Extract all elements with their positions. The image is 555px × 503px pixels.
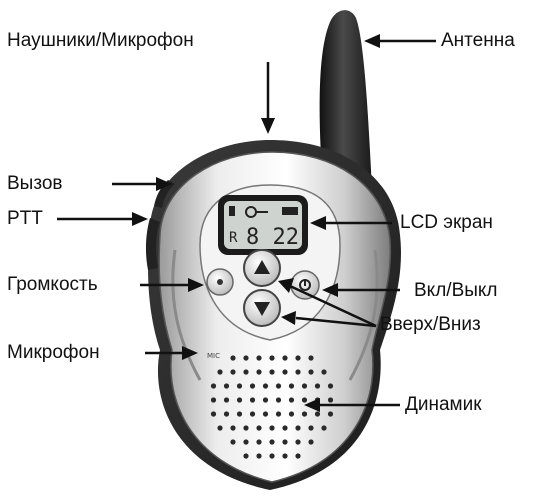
grille-hole (250, 397, 255, 402)
grille-hole (276, 397, 281, 402)
arrowhead-headphones (261, 118, 275, 134)
grille-hole (256, 439, 261, 444)
label-headphones-mic: Наушники/Микрофон (7, 30, 194, 52)
grille-hole (269, 453, 274, 458)
grille-hole (328, 411, 333, 416)
grille-hole (315, 411, 320, 416)
grille-hole (269, 355, 274, 360)
grille-hole (282, 369, 287, 374)
grille-hole (217, 369, 222, 374)
grille-hole (308, 425, 313, 430)
label-ptt: PTT (7, 208, 43, 230)
grille-hole (282, 355, 287, 360)
grille-hole (230, 425, 235, 430)
grille-hole (237, 383, 242, 388)
grille-hole (321, 369, 326, 374)
grille-hole (282, 453, 287, 458)
grille-hole (230, 369, 235, 374)
grille-hole (237, 397, 242, 402)
grille-hole (243, 369, 248, 374)
grille-hole (263, 411, 268, 416)
grille-hole (295, 439, 300, 444)
grille-hole (328, 397, 333, 402)
grille-hole (282, 425, 287, 430)
grille-hole (328, 383, 333, 388)
lcd-battery-icon (282, 207, 298, 215)
grille-hole (302, 383, 307, 388)
label-lcd: LCD экран (400, 212, 493, 234)
grille-hole (308, 355, 313, 360)
grille-hole (295, 369, 300, 374)
grille-hole (243, 355, 248, 360)
grille-hole (276, 411, 281, 416)
grille-hole (269, 425, 274, 430)
grille-hole (269, 369, 274, 374)
grille-hole (211, 397, 216, 402)
grille-hole (321, 425, 326, 430)
grille-hole (237, 411, 242, 416)
arrowhead-ptt (132, 212, 148, 226)
grille-hole (211, 383, 216, 388)
grille-hole (302, 397, 307, 402)
grille-hole (295, 355, 300, 360)
grille-hole (289, 383, 294, 388)
grille-hole (295, 453, 300, 458)
grille-hole (315, 383, 320, 388)
grille-hole (250, 411, 255, 416)
grille-hole (230, 355, 235, 360)
grille-hole (243, 453, 248, 458)
grille-hole (289, 411, 294, 416)
grille-hole (308, 439, 313, 444)
grille-hole (282, 439, 287, 444)
label-updown: Вверх/Вниз (380, 314, 481, 336)
mic-mark: MIC (207, 352, 220, 360)
grille-hole (256, 425, 261, 430)
grille-hole (263, 397, 268, 402)
grille-hole (308, 369, 313, 374)
volume-dot-icon (217, 279, 223, 285)
label-antenna: Антенна (441, 30, 515, 52)
grille-hole (256, 369, 261, 374)
grille-hole (211, 411, 216, 416)
grille-hole (224, 397, 229, 402)
grille-hole (243, 439, 248, 444)
grille-hole (250, 383, 255, 388)
grille-hole (256, 453, 261, 458)
grille-hole (295, 425, 300, 430)
label-power: Вкл/Выкл (414, 280, 498, 302)
grille-hole (230, 439, 235, 444)
grille-hole (243, 425, 248, 430)
arrowhead-antenna (364, 34, 380, 48)
grille-hole (276, 383, 281, 388)
grille-hole (256, 355, 261, 360)
lcd-channel-letter: R (229, 230, 238, 246)
grille-hole (269, 439, 274, 444)
label-volume: Громкость (7, 274, 98, 296)
lcd-digits: 8 22 (246, 225, 299, 250)
grille-hole (263, 383, 268, 388)
label-call: Вызов (7, 173, 63, 195)
label-mic: Микрофон (7, 342, 100, 364)
grille-hole (302, 411, 307, 416)
lcd-signal-icon (229, 206, 235, 216)
label-speaker: Динамик (405, 394, 482, 416)
grille-hole (224, 383, 229, 388)
grille-hole (289, 397, 294, 402)
grille-hole (217, 425, 222, 430)
grille-hole (224, 411, 229, 416)
